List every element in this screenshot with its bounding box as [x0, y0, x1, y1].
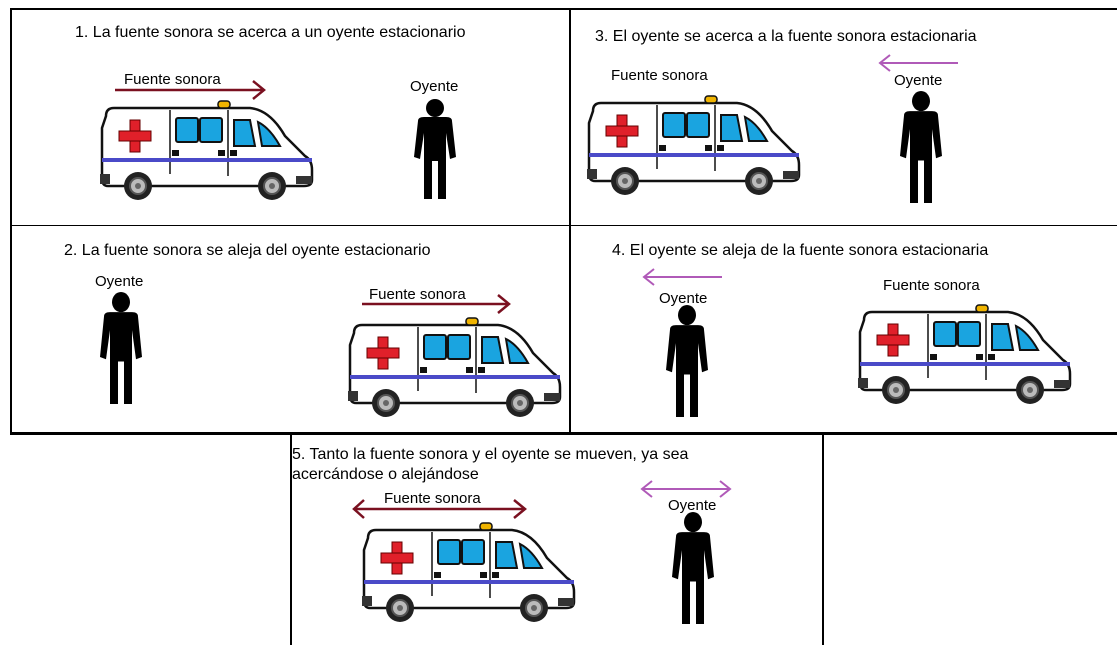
panel-2-source-label: Fuente sonora: [369, 286, 466, 303]
panel-2-listener-label: Oyente: [95, 273, 144, 290]
panel-1-listener-label: Oyente: [410, 78, 459, 95]
arrow-left-icon: [878, 54, 958, 72]
ambulance-icon: [585, 94, 801, 197]
panel-4-frame: [569, 225, 1117, 435]
panel-5-caption-line2: acercándose o alejándose: [292, 466, 479, 483]
double-arrow-icon: [352, 499, 527, 519]
arrow-left-icon: [642, 268, 722, 286]
panel-4-source-label: Fuente sonora: [883, 277, 980, 294]
arrow-right-icon: [115, 80, 266, 100]
person-icon: [100, 292, 142, 404]
ambulance-icon: [98, 99, 314, 202]
panel-1-caption: 1. La fuente sonora se acerca a un oyent…: [75, 24, 466, 41]
panel-5-frame: [290, 434, 824, 645]
panel-5-listener-label: Oyente: [668, 497, 717, 514]
person-icon: [414, 99, 456, 199]
panel-4-caption: 4. El oyente se aleja de la fuente sonor…: [612, 242, 989, 259]
panel-5-caption-line1: 5. Tanto la fuente sonora y el oyente se…: [292, 446, 689, 463]
panel-5-source-label: Fuente sonora: [384, 490, 481, 507]
arrow-right-icon: [362, 294, 511, 314]
panel-3-source-label: Fuente sonora: [611, 67, 708, 84]
panel-1-source-label: Fuente sonora: [124, 71, 221, 88]
person-icon: [666, 305, 708, 417]
person-icon: [672, 512, 714, 624]
panel-3-listener-label: Oyente: [894, 72, 943, 89]
ambulance-icon: [360, 521, 576, 624]
panel-4-listener-label: Oyente: [659, 290, 708, 307]
ambulance-icon: [346, 316, 562, 419]
person-icon: [900, 91, 942, 203]
panel-2-caption: 2. La fuente sonora se aleja del oyente …: [64, 242, 431, 259]
panel-3-caption: 3. El oyente se acerca a la fuente sonor…: [595, 28, 977, 45]
double-arrow-icon: [640, 480, 732, 498]
ambulance-icon: [856, 303, 1072, 406]
